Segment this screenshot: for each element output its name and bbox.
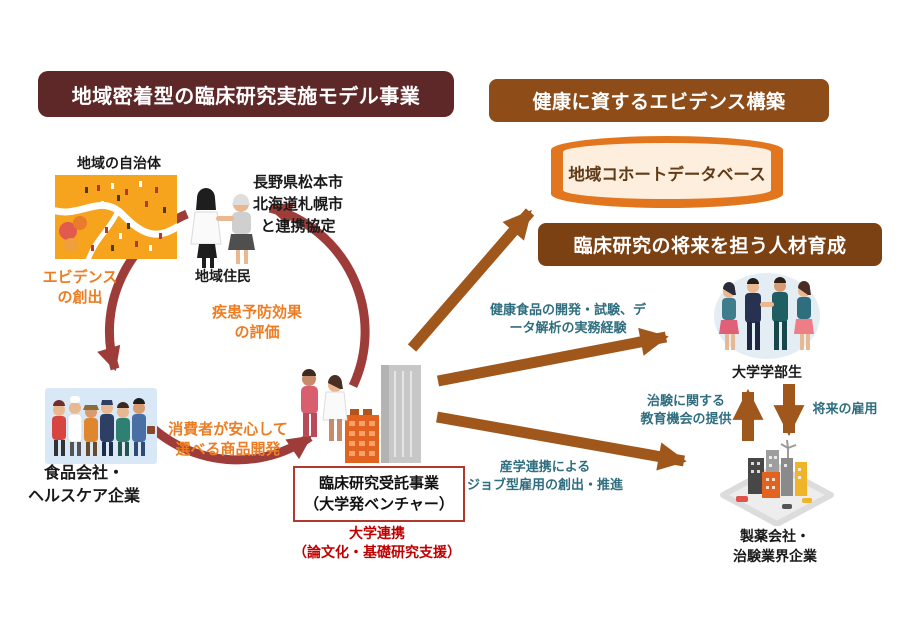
pharma-city-illustration [720, 439, 834, 526]
evidence-creation-text: エビデンス の創出 [42, 269, 118, 306]
practical-experience-text: 健康食品の開発・試験、デ ータ解析の実務経験 [489, 302, 646, 335]
students-label: 大学学部生 [732, 364, 802, 380]
database-label: 地域コホートデータベース [568, 164, 765, 184]
talent-banner-text: 臨床研究の将来を担う人材育成 [573, 236, 847, 257]
evidence-banner: 健康に資するエビデンス構築 [489, 79, 829, 122]
residents-illustration [190, 188, 255, 268]
food-company-illustration [45, 388, 157, 464]
future-employment-text: 将来の雇用 [812, 401, 878, 416]
university-students-illustration [714, 273, 820, 359]
venture-illustration [301, 365, 421, 463]
main-title-text: 地域密着型の臨床研究実施モデル事業 [71, 85, 421, 108]
consumer-products-text: 消費者が安心して 選べる商品開発 [168, 421, 288, 458]
arrow-to-students [436, 327, 669, 387]
venture-box: 臨床研究受託事業 （大学発ベンチャー） [293, 466, 465, 522]
job-creation-text: 産学連携による ジョブ型雇用の創出・推進 [466, 459, 623, 492]
residents-label: 地域住民 [195, 268, 251, 284]
disease-prevention-text: 疾患予防効果 の評価 [211, 304, 302, 341]
arrow-to-database [407, 208, 535, 352]
university-support-text: 大学連携 （論文化・基礎研究支援） [293, 525, 461, 560]
talent-banner: 臨床研究の将来を担う人材育成 [538, 223, 882, 266]
cycle-arc-right [267, 201, 370, 388]
food-company-label: 食品会社・ ヘルスケア企業 [27, 465, 140, 506]
education-opportunity-text: 治験に関する 教育機会の提供 [640, 393, 732, 426]
arrow-to-pharma [436, 411, 687, 471]
pharma-label: 製薬会社・ 治験業界企業 [733, 528, 817, 565]
municipality-label: 地域の自治体 [77, 155, 161, 171]
main-title-banner: 地域密着型の臨床研究実施モデル事業 [38, 71, 454, 117]
municipality-illustration [55, 175, 177, 259]
database-cylinder: 地域コホートデータベース [551, 136, 783, 208]
partnership-text: 長野県松本市 北海道札幌市 と連携協定 [252, 174, 343, 235]
evidence-banner-text: 健康に資するエビデンス構築 [532, 92, 786, 113]
